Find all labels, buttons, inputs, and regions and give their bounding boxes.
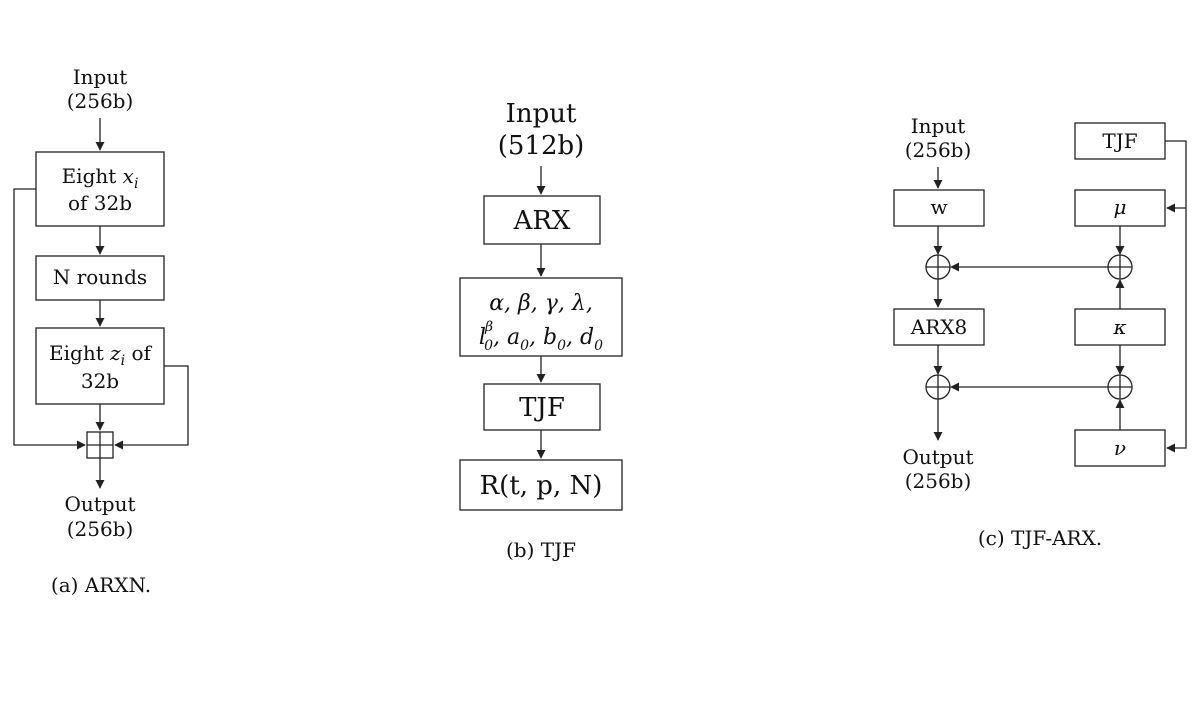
- c-box-w: [893, 189, 985, 227]
- a-box-eight-x-line2: of 32b: [68, 191, 132, 215]
- b-box-tjf-label: TJF: [519, 393, 565, 423]
- c-xor-left-bottom-icon: [925, 374, 951, 400]
- a-box-eight-z-line1: Eight zi of: [49, 341, 153, 369]
- c-caption: (c) TJF-ARX.: [978, 526, 1102, 550]
- c-box-arx8-label: ARX8: [910, 315, 967, 339]
- a-caption: (a) ARXN.: [51, 573, 151, 597]
- c-xor-right-bottom-icon: [1107, 374, 1133, 400]
- a-box-n-rounds-label: N rounds: [53, 265, 147, 289]
- b-input-size: (512b): [498, 131, 585, 161]
- b-box-arx-label: ARX: [513, 206, 571, 236]
- b-box-params: [459, 277, 623, 357]
- a-input-label: Input: [73, 65, 128, 89]
- a-arrow-feed-right: [114, 365, 189, 450]
- c-box-w-label: w: [930, 195, 947, 219]
- b-box-tjf: [483, 383, 601, 431]
- b-box-r: [459, 459, 623, 511]
- a-arrow-feedforward-left: [13, 188, 86, 450]
- a-input-size: (256b): [67, 89, 134, 113]
- c-arrow-tjf-to-nu: [1165, 140, 1187, 453]
- c-xor-right-top-icon: [1107, 254, 1133, 280]
- a-modular-adder-icon: [86, 431, 114, 459]
- c-xor-left-top-icon: [925, 254, 951, 280]
- b-caption: (b) TJF: [506, 538, 576, 562]
- b-input-label: Input: [506, 99, 577, 129]
- c-box-kappa: [1074, 308, 1166, 346]
- b-params-line1: α, β, γ, λ,: [489, 291, 593, 316]
- c-box-arx8: [893, 308, 985, 346]
- b-box-r-label: R(t, p, N): [480, 471, 603, 501]
- a-box-eight-z-line2: 32b: [81, 369, 119, 393]
- c-box-mu-label: μ: [1114, 195, 1127, 219]
- c-box-tjf-label: TJF: [1102, 129, 1137, 153]
- panel-c-tjf-arx: Input (256b) w ARX8 Output (256b) TJF μ: [893, 114, 1187, 550]
- c-input-size: (256b): [905, 138, 972, 162]
- c-box-nu-label: ν: [1114, 436, 1126, 460]
- b-box-arx: [483, 195, 601, 245]
- c-input-label: Input: [911, 114, 966, 138]
- c-output-label: Output: [902, 445, 973, 469]
- c-box-kappa-label: κ: [1112, 315, 1126, 339]
- panel-a-arxn: Input (256b) Eight xi of 32b N rounds Ei…: [13, 65, 189, 597]
- a-output-size: (256b): [67, 517, 134, 541]
- a-box-eight-z: [35, 327, 165, 405]
- a-output-label: Output: [64, 492, 135, 516]
- a-box-n-rounds: [35, 255, 165, 301]
- c-box-mu: [1074, 189, 1166, 227]
- a-box-eight-x-line1: Eight xi: [62, 164, 139, 192]
- c-box-tjf: [1074, 122, 1166, 160]
- c-output-size: (256b): [905, 469, 972, 493]
